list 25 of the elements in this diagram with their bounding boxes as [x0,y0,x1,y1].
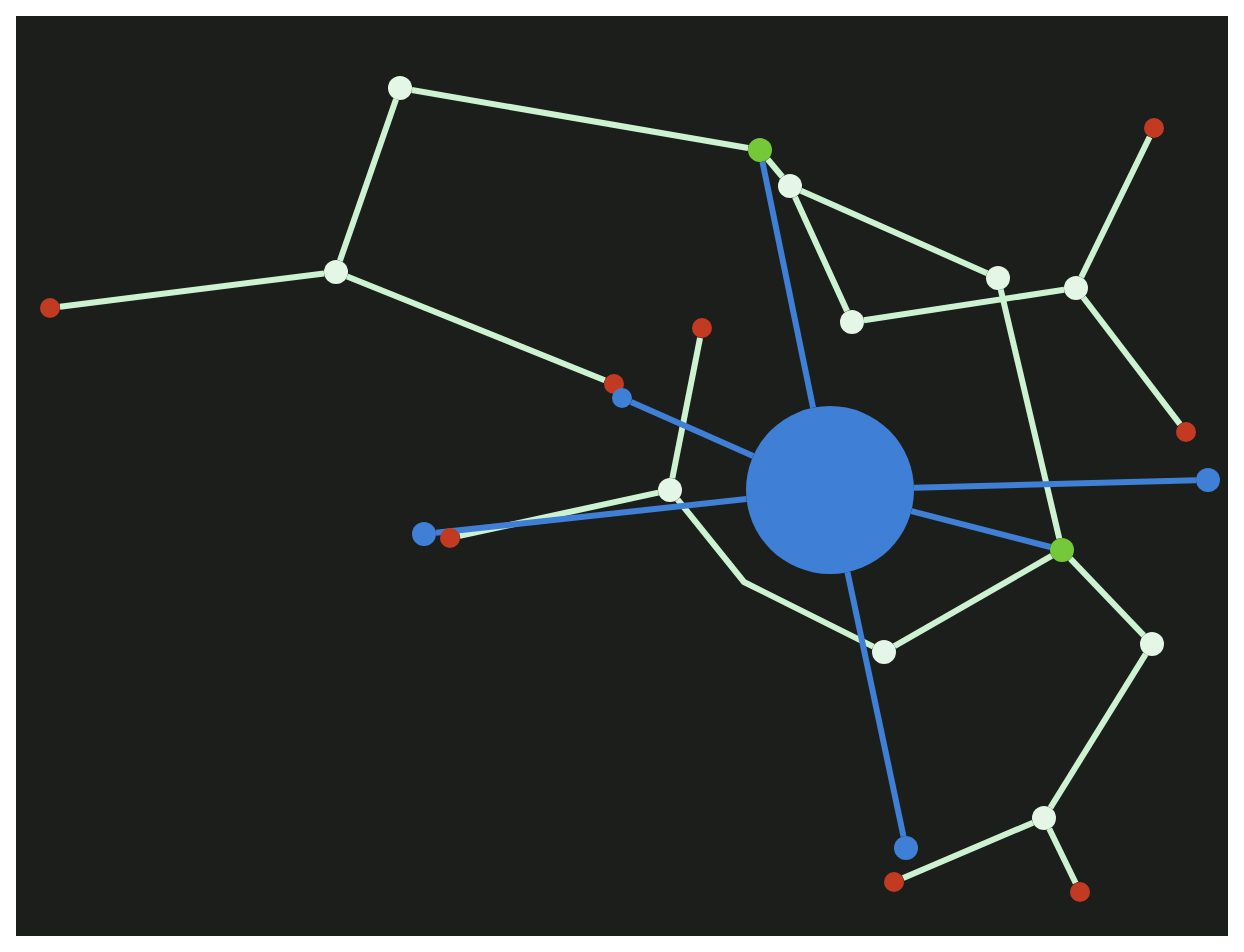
connector-line [892,553,1054,649]
connector-line [1046,827,1079,885]
connector-line [675,497,875,650]
connector-line [1080,295,1183,426]
connector-line [346,273,606,384]
connector-line [863,286,1065,324]
connector-line [629,399,755,459]
connector-line [435,496,747,536]
connector-line [669,337,703,479]
connector-line [1068,556,1146,638]
connector-line [759,161,816,409]
connector-line [459,489,659,539]
connector-line [910,508,1052,550]
connector-line [1047,652,1149,810]
connector-line [411,87,749,151]
connector-line [997,289,1063,539]
connector-line [792,195,850,313]
connector-line [1078,135,1153,279]
connector-line [337,98,399,262]
connector-line [913,477,1197,491]
connector-line [59,270,325,310]
connector-line [902,819,1035,881]
connector-line [844,571,907,837]
connector-line [799,188,989,276]
connector-line [765,157,785,179]
